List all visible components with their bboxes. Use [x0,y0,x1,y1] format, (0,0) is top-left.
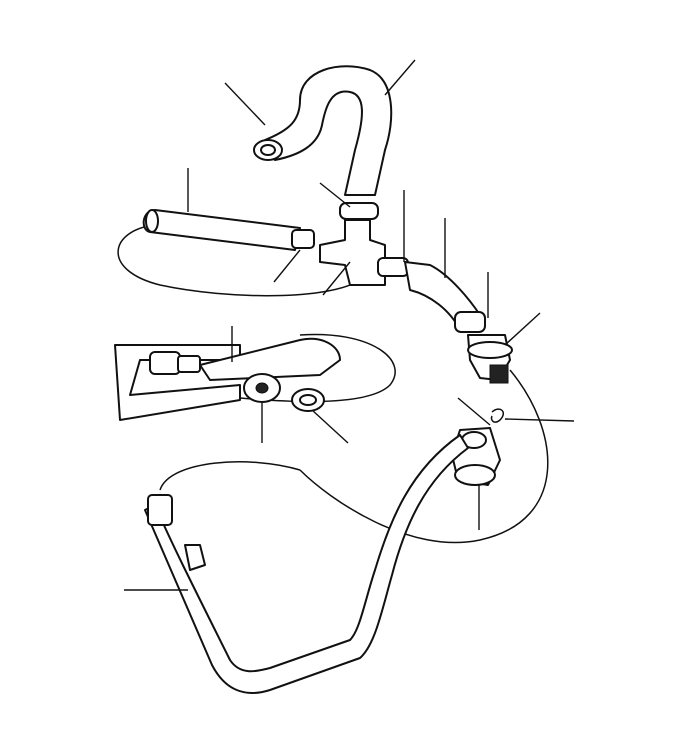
routing-loop-upper [117,224,361,297]
valve-elbow-flange [467,341,513,359]
leader-tee-piece [322,261,351,296]
routing-loop-middle [209,333,396,403]
valve [149,351,181,375]
left-clip [291,229,315,249]
leader-valve-clip [311,409,349,444]
leader-valve-elbow [504,312,541,346]
bracket-triangle [114,344,241,421]
leader-outlet-elbow [457,397,491,426]
leader-top-clip [224,82,266,126]
routing-loop-lower [159,461,301,491]
valve-clip-inner [299,394,317,406]
pipe-assembly [144,434,469,694]
routing-loop-right [299,369,549,544]
lower-clip [454,311,486,333]
upper-hose [264,65,393,196]
top-clip [339,202,379,220]
long-hose [142,209,301,251]
pipe-bracket [184,544,206,571]
valve-body-inner [255,382,269,394]
valve-elbow-nut [489,364,509,384]
pipe-thread-end [147,494,173,526]
leader-left-clip [273,249,301,283]
long-hose-end [145,209,159,233]
tee-piece [319,219,386,286]
leader-bleed-screw [504,418,575,422]
outlet-elbow-clip [454,464,496,486]
bleed-screw [490,408,504,423]
valve-hose [199,337,341,381]
leader-upper-hose [384,59,416,96]
upper-hose-clip-inner [260,144,276,156]
valve-nut [177,355,201,373]
leader-mid-clip [319,182,351,208]
